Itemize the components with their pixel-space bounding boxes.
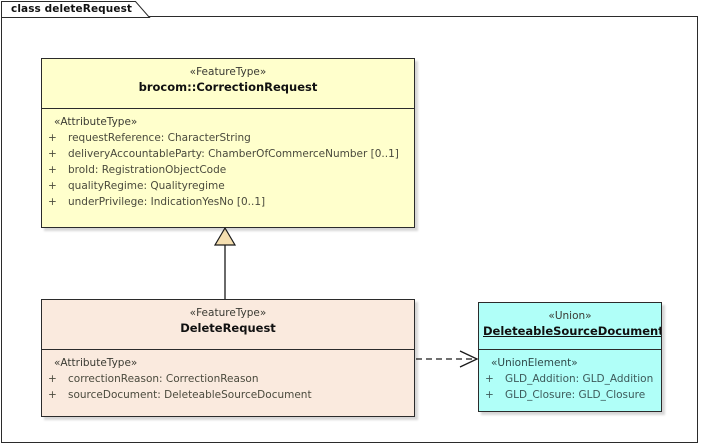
- class-stereotype: «Union»: [548, 310, 592, 322]
- attribute-row[interactable]: + sourceDocument: DeleteableSourceDocumen…: [48, 387, 412, 403]
- attribute-visibility: +: [48, 180, 57, 192]
- attribute-row[interactable]: + requestReference: CharacterString: [48, 130, 412, 146]
- class-name: DeleteableSourceDocument: [483, 324, 662, 338]
- attribute-visibility: +: [48, 373, 57, 385]
- attribute-visibility: +: [48, 148, 57, 160]
- class-stereotype: «FeatureType»: [189, 307, 267, 319]
- attribute-visibility: +: [48, 389, 57, 401]
- attribute-visibility: +: [48, 132, 57, 144]
- diagram-frame: [1, 16, 698, 443]
- class-stereotype: «FeatureType»: [189, 66, 267, 78]
- attribute-row[interactable]: + deliveryAccountableParty: ChamberOfComm…: [48, 146, 412, 162]
- class-header-delete-request: «FeatureType» DeleteRequest: [42, 300, 414, 349]
- class-name: DeleteRequest: [180, 321, 276, 335]
- class-box-correction-request[interactable]: «FeatureType» brocom::CorrectionRequest …: [41, 58, 415, 228]
- attribute-text: underPrivilege: IndicationYesNo [0..1]: [68, 196, 266, 208]
- attribute-text: broId: RegistrationObjectCode: [68, 164, 227, 176]
- attribute-visibility: +: [48, 164, 57, 176]
- attribute-text: correctionReason: CorrectionReason: [68, 373, 259, 385]
- attribute-text: deliveryAccountableParty: ChamberOfComme…: [68, 148, 399, 160]
- class-name: brocom::CorrectionRequest: [138, 80, 318, 94]
- attribute-row[interactable]: + GLD_Closure: GLD_Closure: [485, 387, 659, 403]
- attribute-text: requestReference: CharacterString: [68, 132, 251, 144]
- attribute-visibility: +: [485, 389, 494, 401]
- title-tab-shape: [1, 1, 151, 18]
- class-box-delete-request[interactable]: «FeatureType» DeleteRequest «AttributeTy…: [41, 299, 415, 417]
- attribute-row[interactable]: + broId: RegistrationObjectCode: [48, 162, 412, 178]
- attribute-text: GLD_Addition: GLD_Addition: [505, 373, 654, 385]
- class-box-deleteable-source-document[interactable]: «Union» DeleteableSourceDocument «UnionE…: [478, 302, 662, 412]
- compartment-stereotype: «AttributeType»: [54, 116, 138, 128]
- attribute-text: qualityRegime: Qualityregime: [68, 180, 225, 192]
- compartment-stereotype: «AttributeType»: [54, 357, 138, 369]
- attribute-text: sourceDocument: DeleteableSourceDocument: [68, 389, 312, 401]
- compartment-stereotype: «UnionElement»: [491, 357, 578, 369]
- attribute-row[interactable]: + correctionReason: CorrectionReason: [48, 371, 412, 387]
- attribute-compartment: «AttributeType» + correctionReason: Corre…: [42, 350, 414, 409]
- attribute-compartment: «AttributeType» + requestReference: Chara…: [42, 109, 414, 216]
- attribute-row[interactable]: + GLD_Addition: GLD_Addition: [485, 371, 659, 387]
- attribute-compartment: «UnionElement» + GLD_Addition: GLD_Additi…: [479, 350, 661, 409]
- attribute-row[interactable]: + underPrivilege: IndicationYesNo [0..1]: [48, 194, 412, 210]
- diagram-title: class deleteRequest: [11, 3, 133, 15]
- class-header-correction-request: «FeatureType» brocom::CorrectionRequest: [42, 59, 414, 108]
- attribute-text: GLD_Closure: GLD_Closure: [505, 389, 646, 401]
- class-header-deleteable-source-document: «Union» DeleteableSourceDocument: [479, 303, 661, 349]
- attribute-row[interactable]: + qualityRegime: Qualityregime: [48, 178, 412, 194]
- attribute-visibility: +: [48, 196, 57, 208]
- class-divider: [42, 349, 414, 350]
- attribute-visibility: +: [485, 373, 494, 385]
- class-divider: [479, 349, 661, 350]
- class-divider: [42, 108, 414, 109]
